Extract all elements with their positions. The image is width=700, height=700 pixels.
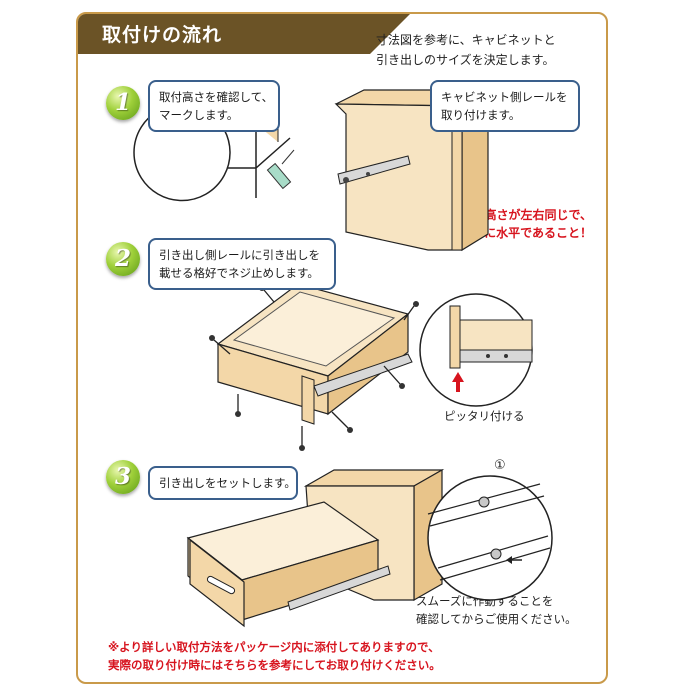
intro-line-2: 引き出しのサイズを決定します。: [376, 53, 555, 67]
step2-bubble-screw-rail: 引き出し側レールに引き出しを 載せる格好でネジ止めします。: [148, 238, 336, 290]
step3-bubble-set-drawer: 引き出しをセットします。: [148, 466, 298, 500]
header-bar: 取付けの流れ: [78, 14, 410, 54]
page-title: 取付けの流れ: [102, 24, 223, 46]
footer-line-2: 実際の取り付け時にはそちらを参考にしてお取り付けください。: [108, 658, 441, 672]
step1-bubble-right-line-1: キャビネット側レールを: [441, 90, 568, 104]
step-3-number: 3: [106, 460, 140, 494]
step1-bubble-attach-rail: キャビネット側レールを 取り付けます。: [430, 80, 580, 132]
step-1-number: 1: [106, 86, 140, 120]
footer-note: ※より詳しい取付方法をパッケージ内に添付してありますので、 実際の取り付け時には…: [108, 638, 441, 674]
step3-closing-line-1: スムーズに作動することを: [416, 594, 554, 608]
step2-drawer-illustration: [209, 283, 419, 451]
step1-bubble-mark-height: 取付高さを確認して、 マークします。: [148, 80, 280, 132]
step3-closing-line-2: 確認してからご使用ください。: [416, 612, 577, 626]
step1-warning-note: 必ず高さが左右同じで、 ともに水平であること！: [434, 206, 592, 242]
step1-bubble-right-line-2: 取り付けます。: [441, 108, 521, 122]
step2-bubble-line-1: 引き出し側レールに引き出しを: [159, 248, 320, 262]
step3-bubble-line-1: 引き出しをセットします。: [159, 476, 296, 490]
step3-rail-detail-illustration: [427, 475, 553, 601]
intro-text: 寸法図を参考に、キャビネットと 引き出しのサイズを決定します。: [376, 30, 556, 70]
step3-marker-1: ①: [494, 458, 506, 473]
step1-note-line-1: 必ず高さが左右同じで、: [460, 208, 592, 222]
instruction-panel: 取付けの流れ 寸法図を参考に、キャビネットと 引き出しのサイズを決定します。: [76, 12, 608, 684]
illustrations: [133, 88, 553, 628]
intro-line-1: 寸法図を参考に、キャビネットと: [376, 33, 556, 47]
step1-note-line-2: ともに水平であること！: [460, 226, 592, 240]
step1-bubble-left-line-1: 取付高さを確認して、: [159, 90, 274, 104]
step-2-number: 2: [106, 242, 140, 276]
step2-closeup-illustration: [419, 293, 533, 407]
step2-detail-label: ピッタリ付ける: [444, 409, 525, 423]
footer-line-1: ※より詳しい取付方法をパッケージ内に添付してありますので、: [108, 640, 440, 654]
step2-bubble-line-2: 載せる格好でネジ止めします。: [159, 266, 319, 280]
step1-bubble-left-line-2: マークします。: [159, 108, 239, 122]
step3-closing-text: スムーズに作動することを 確認してからご使用ください。: [416, 592, 577, 628]
step3-drawer-illustration: [186, 468, 445, 628]
